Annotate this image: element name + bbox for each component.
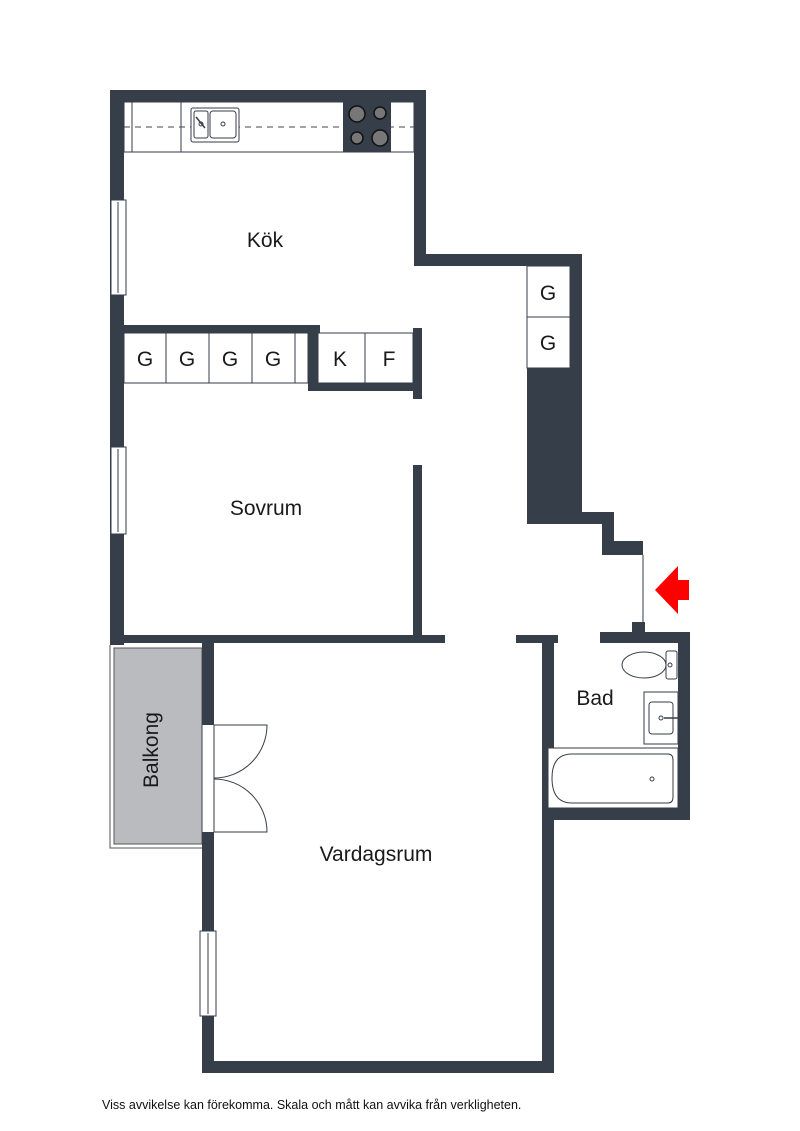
room-label-bedroom: Sovrum bbox=[230, 497, 302, 520]
room-label-kitchen: Kök bbox=[247, 229, 284, 252]
bedroom-closets bbox=[123, 332, 309, 384]
room-label-balcony: Balkong bbox=[140, 712, 163, 788]
disclaimer-text: Viss avvikelse kan förekomma. Skala och … bbox=[102, 1098, 522, 1112]
washbasin-icon bbox=[643, 691, 679, 745]
closet-label-f: F bbox=[383, 348, 396, 371]
balcony-area bbox=[113, 647, 203, 845]
closet-label-g3: G bbox=[222, 348, 238, 371]
sink-icon bbox=[190, 107, 240, 143]
walls bbox=[110, 90, 690, 1073]
closet-label-hall-g1: G bbox=[540, 282, 556, 305]
entrance-arrow-icon bbox=[655, 566, 689, 614]
closet-label-g2: G bbox=[179, 348, 195, 371]
bathtub-icon bbox=[547, 747, 679, 809]
closet-label-hall-g2: G bbox=[540, 332, 556, 355]
hall-closets bbox=[526, 265, 571, 369]
closet-label-g1: G bbox=[137, 348, 153, 371]
room-label-living: Vardagsrum bbox=[320, 843, 433, 866]
balcony-door bbox=[201, 724, 268, 833]
closet-label-k: K bbox=[333, 348, 347, 371]
room-label-bath: Bad bbox=[576, 687, 613, 710]
balcony-railing bbox=[109, 645, 205, 849]
closet-label-g4: G bbox=[265, 348, 281, 371]
windows bbox=[110, 199, 217, 1017]
toilet-icon bbox=[621, 650, 678, 680]
stove-icon bbox=[343, 102, 391, 152]
kf-closets bbox=[317, 332, 414, 384]
